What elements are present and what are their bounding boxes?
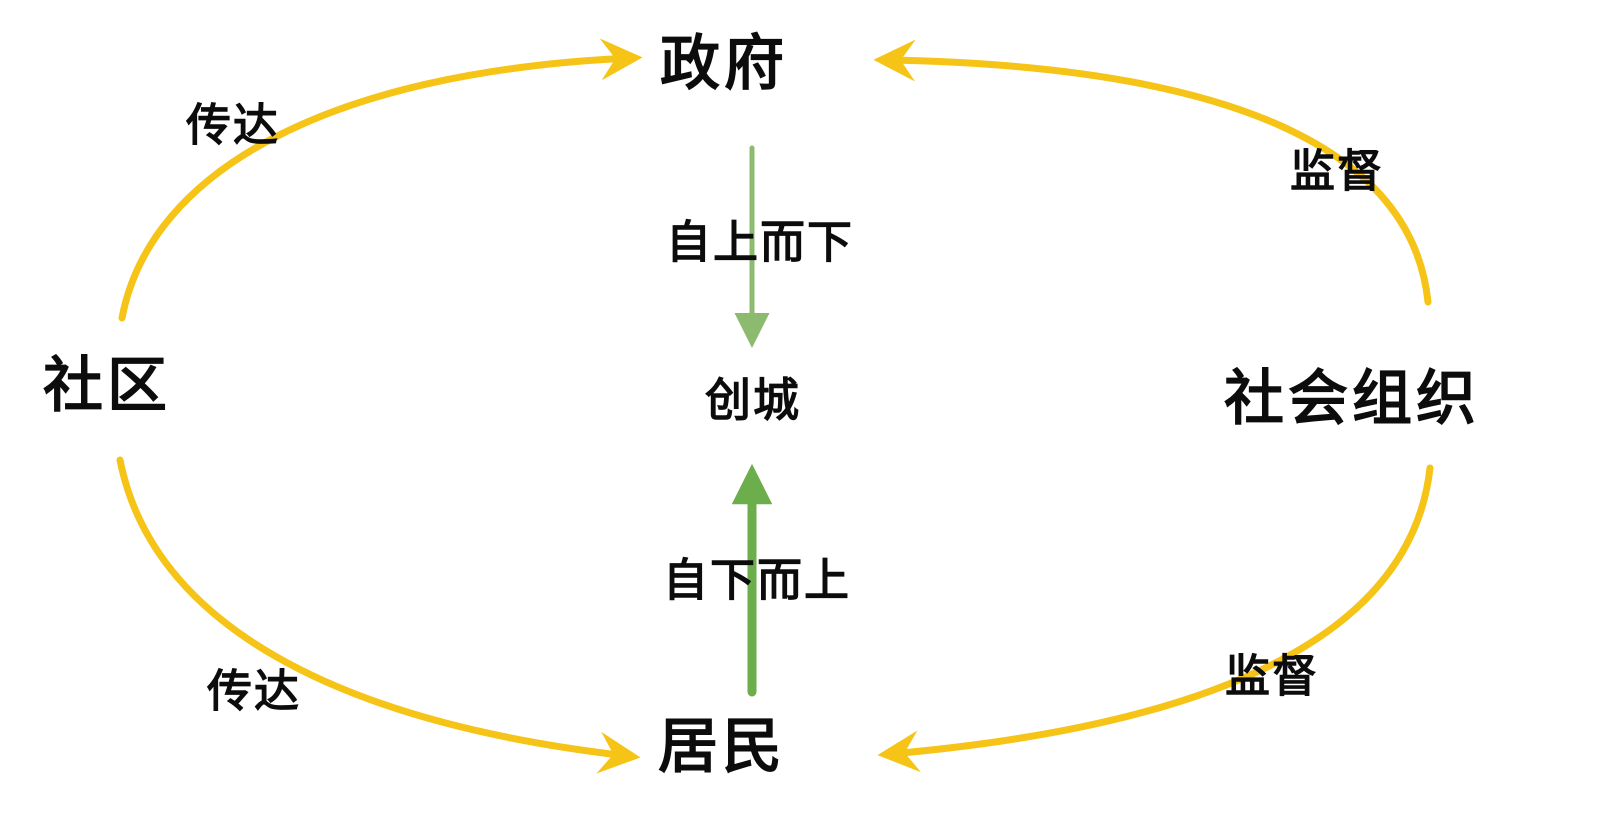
node-community: 社区 xyxy=(43,353,171,419)
arc-community-to-government xyxy=(118,38,643,322)
edge-label-convey-top: 传达 xyxy=(185,100,281,151)
arc-community-to-residents xyxy=(116,456,641,774)
edge-label-supervise-top: 监督 xyxy=(1289,146,1385,197)
arc-social-organization-to-government xyxy=(873,39,1432,306)
edge-label-bottom-up: 自下而上 xyxy=(662,554,852,606)
edge-label-top-down: 自上而下 xyxy=(665,216,855,268)
node-center-goal: 创城 xyxy=(705,374,801,426)
node-social-organization: 社会组织 xyxy=(1224,366,1480,432)
edge-label-convey-bottom: 传达 xyxy=(206,666,302,717)
node-government: 政府 xyxy=(660,31,788,97)
node-residents: 居民 xyxy=(658,714,786,780)
edge-label-supervise-bottom: 监督 xyxy=(1224,651,1320,702)
arc-social-organization-to-residents xyxy=(877,464,1434,773)
